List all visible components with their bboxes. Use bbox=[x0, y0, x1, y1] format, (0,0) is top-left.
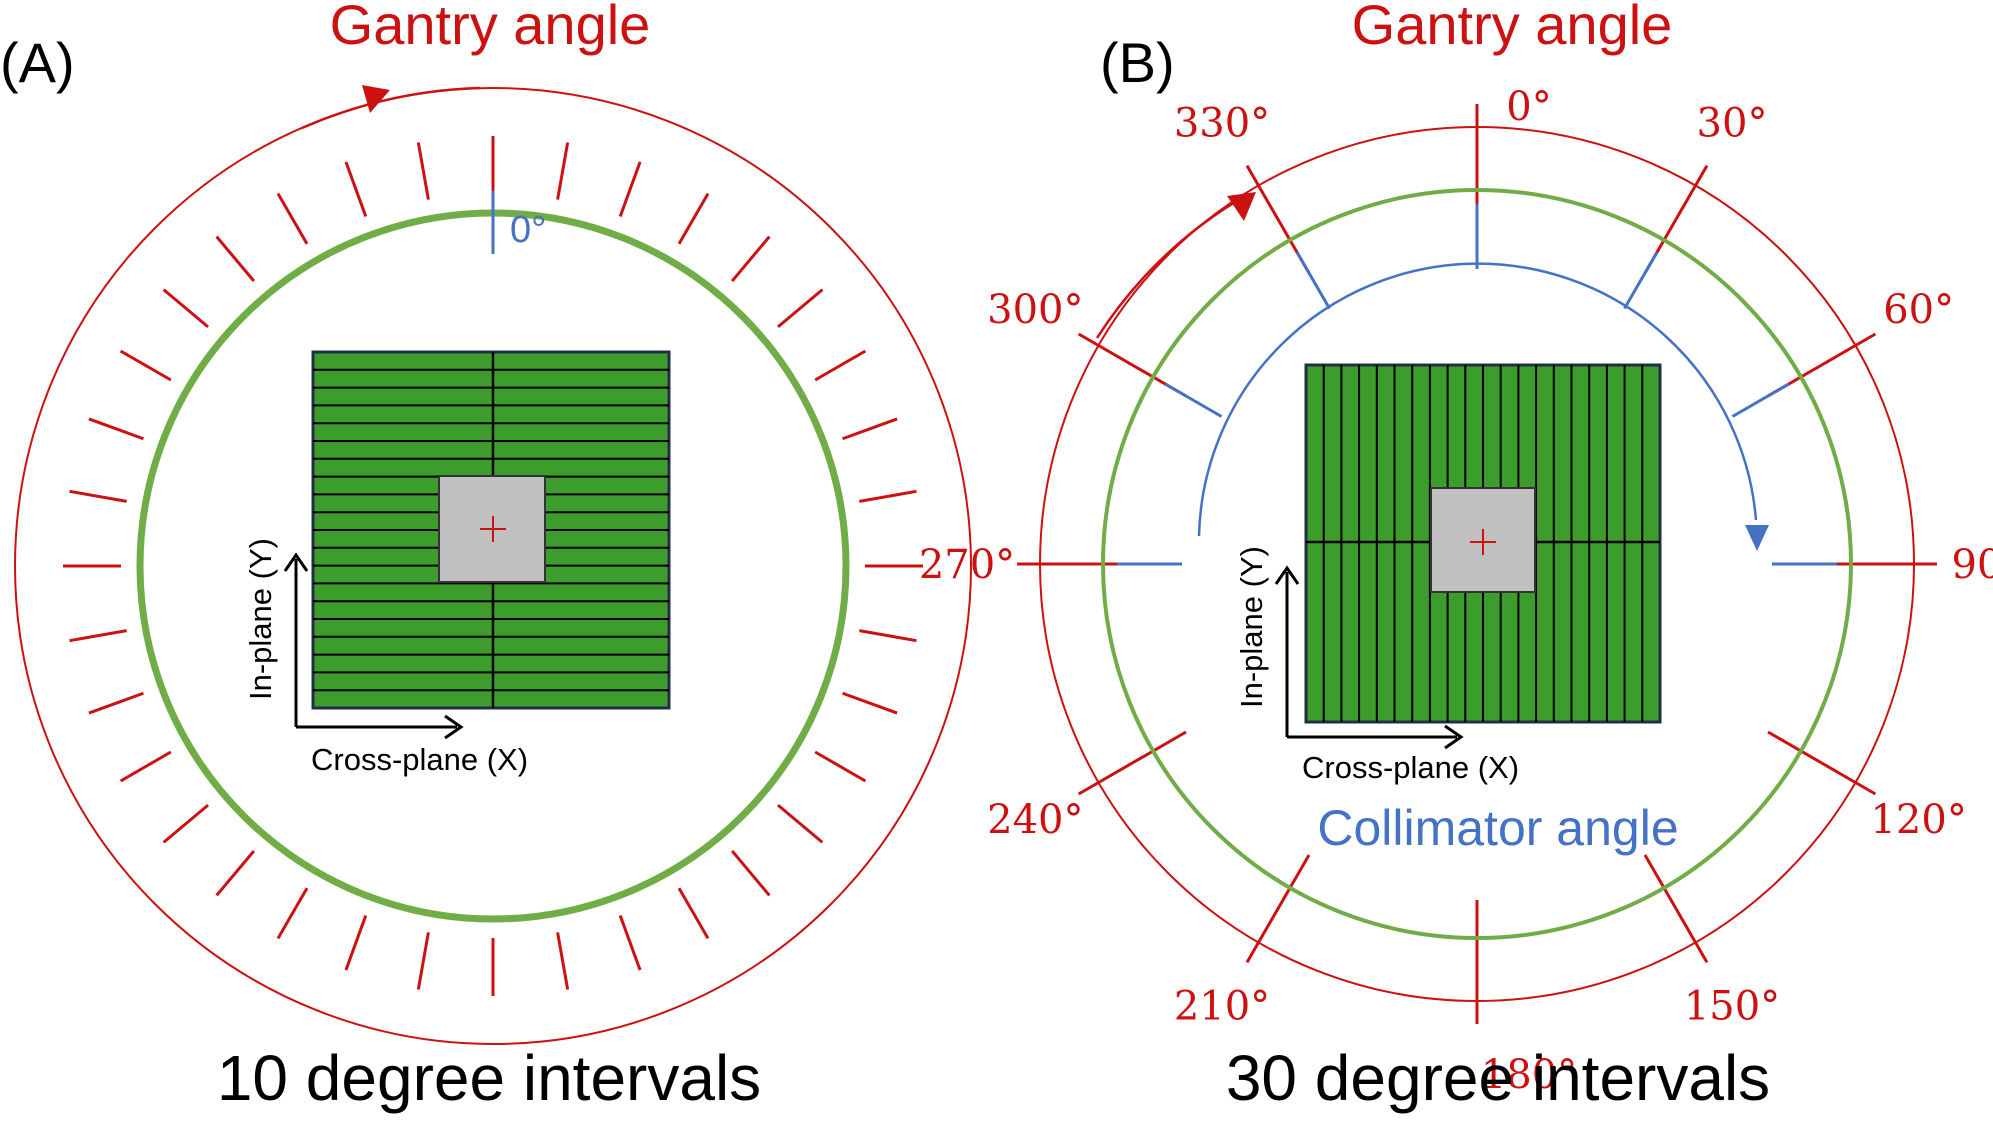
panel-a-gantry-tick bbox=[777, 288, 824, 329]
panel-b-collimator-tick bbox=[1623, 251, 1659, 310]
panel-b-gantry-tick-label: 210° bbox=[1174, 984, 1270, 1030]
panel-a-gantry-tick bbox=[344, 915, 368, 971]
panel-a-gantry-tick bbox=[416, 932, 430, 990]
panel-b-collimator-tick bbox=[1295, 251, 1331, 310]
panel-b-gantry-title: Gantry angle bbox=[1352, 0, 1673, 56]
panel-a-gantry-tick bbox=[276, 887, 309, 940]
panel-a-gantry-tick bbox=[119, 349, 172, 382]
panel-a-gantry-tick bbox=[618, 161, 642, 217]
panel-b-gantry-tick-label: 270° bbox=[919, 542, 1015, 588]
panel-b-gantry-tick-label: 90° bbox=[1952, 542, 1993, 588]
panel-b-gantry-tick-label: 330° bbox=[1174, 100, 1270, 146]
panel-b-gantry-tick bbox=[1245, 854, 1311, 964]
panel-a-axis-y-label: In-plane (Y) bbox=[243, 538, 278, 700]
panel-b-gantry-tick-label: 60° bbox=[1883, 287, 1954, 333]
panel-a-gantry-tick bbox=[69, 489, 127, 503]
panel-a-gantry-tick bbox=[842, 417, 898, 441]
panel-b-gantry-tick bbox=[1077, 730, 1187, 796]
panel-a-gantry-tick bbox=[69, 629, 127, 643]
panel-b-gantry-tick-label: 300° bbox=[987, 287, 1083, 333]
panel-b-gantry-tick-label: 240° bbox=[987, 797, 1083, 843]
panel-a-gantry-tick bbox=[88, 417, 144, 441]
panel-a-gantry-tick bbox=[416, 142, 430, 200]
panel-a-gantry-tick bbox=[215, 850, 256, 897]
panel-a-caption: 10 degree intervals bbox=[217, 1042, 761, 1114]
panel-a-mlc-leaf-lines bbox=[313, 368, 669, 692]
panel-a-collimator-zero-label: 0° bbox=[510, 209, 546, 251]
panel-b-collimator-title: Collimator angle bbox=[1317, 800, 1678, 856]
panel-a-gantry-tick bbox=[215, 235, 256, 282]
panel-b-gantry-tick-label: 30° bbox=[1697, 100, 1768, 146]
panel-a-mlc-field bbox=[311, 350, 671, 710]
panel-b-gantry-tick-label: 180° bbox=[1481, 1052, 1577, 1098]
panel-a-gantry-tick bbox=[88, 691, 144, 715]
panel-a-gantry-arrow-arc bbox=[301, 86, 481, 130]
panel-a-gantry-tick bbox=[276, 192, 309, 245]
panel-b-caption: 30 degree intervals bbox=[1226, 1042, 1770, 1114]
panel-a-label: (A) bbox=[0, 31, 75, 94]
panel-b-collimator-ticks bbox=[1117, 204, 1837, 566]
panel-b-axes: In-plane (Y) Cross-plane (X) bbox=[1234, 546, 1519, 785]
panel-a-gantry-tick bbox=[556, 142, 570, 200]
panel-b-detector-ring bbox=[1101, 188, 1853, 940]
panel-a-gantry-ticks bbox=[63, 136, 923, 996]
panel-a-gantry-tick bbox=[344, 161, 368, 217]
panel-b-collimator-tick bbox=[1164, 382, 1223, 418]
panel-b-gantry-tick bbox=[1767, 730, 1877, 796]
panel-a-gantry-tick bbox=[859, 489, 917, 503]
panel-a-gantry-tick bbox=[814, 349, 867, 382]
panel-b-gantry-tick-label: 0° bbox=[1506, 84, 1551, 130]
panel-a-gantry-tick bbox=[814, 750, 867, 783]
panel-a-gantry-tick bbox=[842, 691, 898, 715]
panel-b-collimator-arrow-arc bbox=[1197, 262, 1758, 537]
panel-a-gantry-tick bbox=[859, 629, 917, 643]
panel-b-gantry-tick-labels: 0° 30° 60° 90° 120° 150° 180° 210° 240° 270° 300° 3… bbox=[919, 84, 1993, 1098]
panel-a-gantry-tick bbox=[677, 192, 710, 245]
panel-a-axes: In-plane (Y) Cross-plane (X) bbox=[243, 538, 528, 777]
panel-b-collimator-tick bbox=[1731, 382, 1790, 418]
panel-a-gantry-tick bbox=[119, 750, 172, 783]
panel-b-gantry-tick bbox=[1643, 854, 1709, 964]
panel-a-gantry-circle bbox=[14, 87, 972, 1045]
panel-a-gantry-tick bbox=[677, 887, 710, 940]
panel-a-gantry-tick bbox=[730, 850, 771, 897]
panel-a-gantry-tick bbox=[556, 932, 570, 990]
panel-b-gantry-tick-label: 150° bbox=[1684, 984, 1780, 1030]
panel-b-axis-x-label: Cross-plane (X) bbox=[1302, 750, 1519, 785]
panel-b-collimator-arrowhead bbox=[1745, 525, 1769, 551]
panel-b-mlc-field bbox=[1304, 363, 1662, 724]
panel-a-gantry-title: Gantry angle bbox=[330, 0, 651, 56]
panel-b-jaw-opening bbox=[1430, 487, 1536, 593]
panel-b-axis-y-label: In-plane (Y) bbox=[1234, 546, 1269, 708]
panel-a-gantry-tick bbox=[777, 803, 824, 844]
panel-a-gantry-tick bbox=[162, 803, 209, 844]
panel-a-gantry-tick bbox=[162, 288, 209, 329]
panel-b: (B) Gantry angle 0° 30° 60° 90° 120° 150° 180°… bbox=[919, 0, 1993, 1114]
panel-b-gantry-arrow-arc bbox=[1095, 200, 1236, 339]
panel-a-gantry-tick bbox=[730, 235, 771, 282]
panel-b-gantry-arrowhead bbox=[1227, 192, 1256, 221]
panel-b-gantry-tick-label: 120° bbox=[1870, 797, 1966, 843]
panel-b-label: (B) bbox=[1100, 31, 1175, 94]
panel-a: (A) Gantry angle 0° In-plane ( bbox=[0, 0, 972, 1114]
panel-a-gantry-arrowhead bbox=[362, 85, 390, 113]
panel-a-axis-x-label: Cross-plane (X) bbox=[311, 742, 528, 777]
panel-a-gantry-tick bbox=[618, 915, 642, 971]
